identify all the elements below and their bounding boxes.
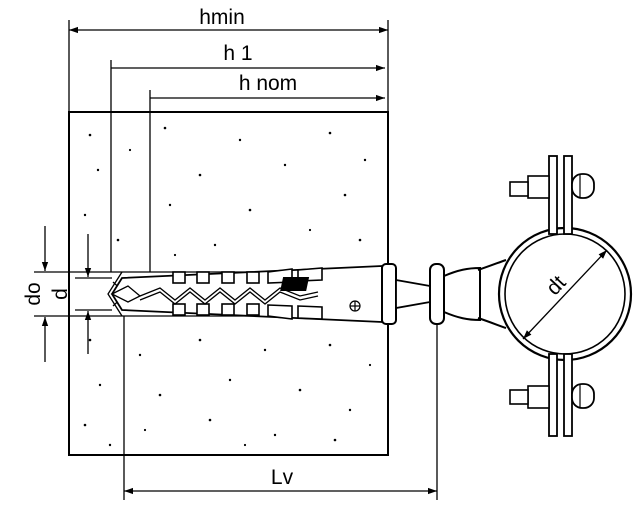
svg-text:FM: FM — [346, 277, 364, 291]
pipe-clamp — [477, 155, 633, 437]
manufacturer-logo: FM — [280, 277, 364, 312]
dimension-hmin: hmin — [68, 6, 389, 112]
dimension-do: do — [22, 226, 69, 362]
dimension-hnom: h nom — [149, 72, 385, 272]
dimension-d: d — [49, 234, 112, 354]
svg-text:d: d — [49, 288, 72, 300]
svg-text:h 1: h 1 — [223, 42, 252, 65]
wall-plug-anchor: FM — [110, 263, 397, 325]
threaded-connector — [395, 263, 481, 325]
svg-text:Lv: Lv — [271, 466, 294, 489]
svg-text:do: do — [22, 282, 45, 305]
concrete-speckles — [83, 126, 372, 447]
dimension-lv: Lv — [123, 316, 438, 500]
dimension-h1: h 1 — [110, 42, 385, 272]
anchor-slots — [172, 267, 323, 320]
svg-text:h nom: h nom — [239, 72, 297, 95]
svg-text:hmin: hmin — [199, 6, 245, 29]
